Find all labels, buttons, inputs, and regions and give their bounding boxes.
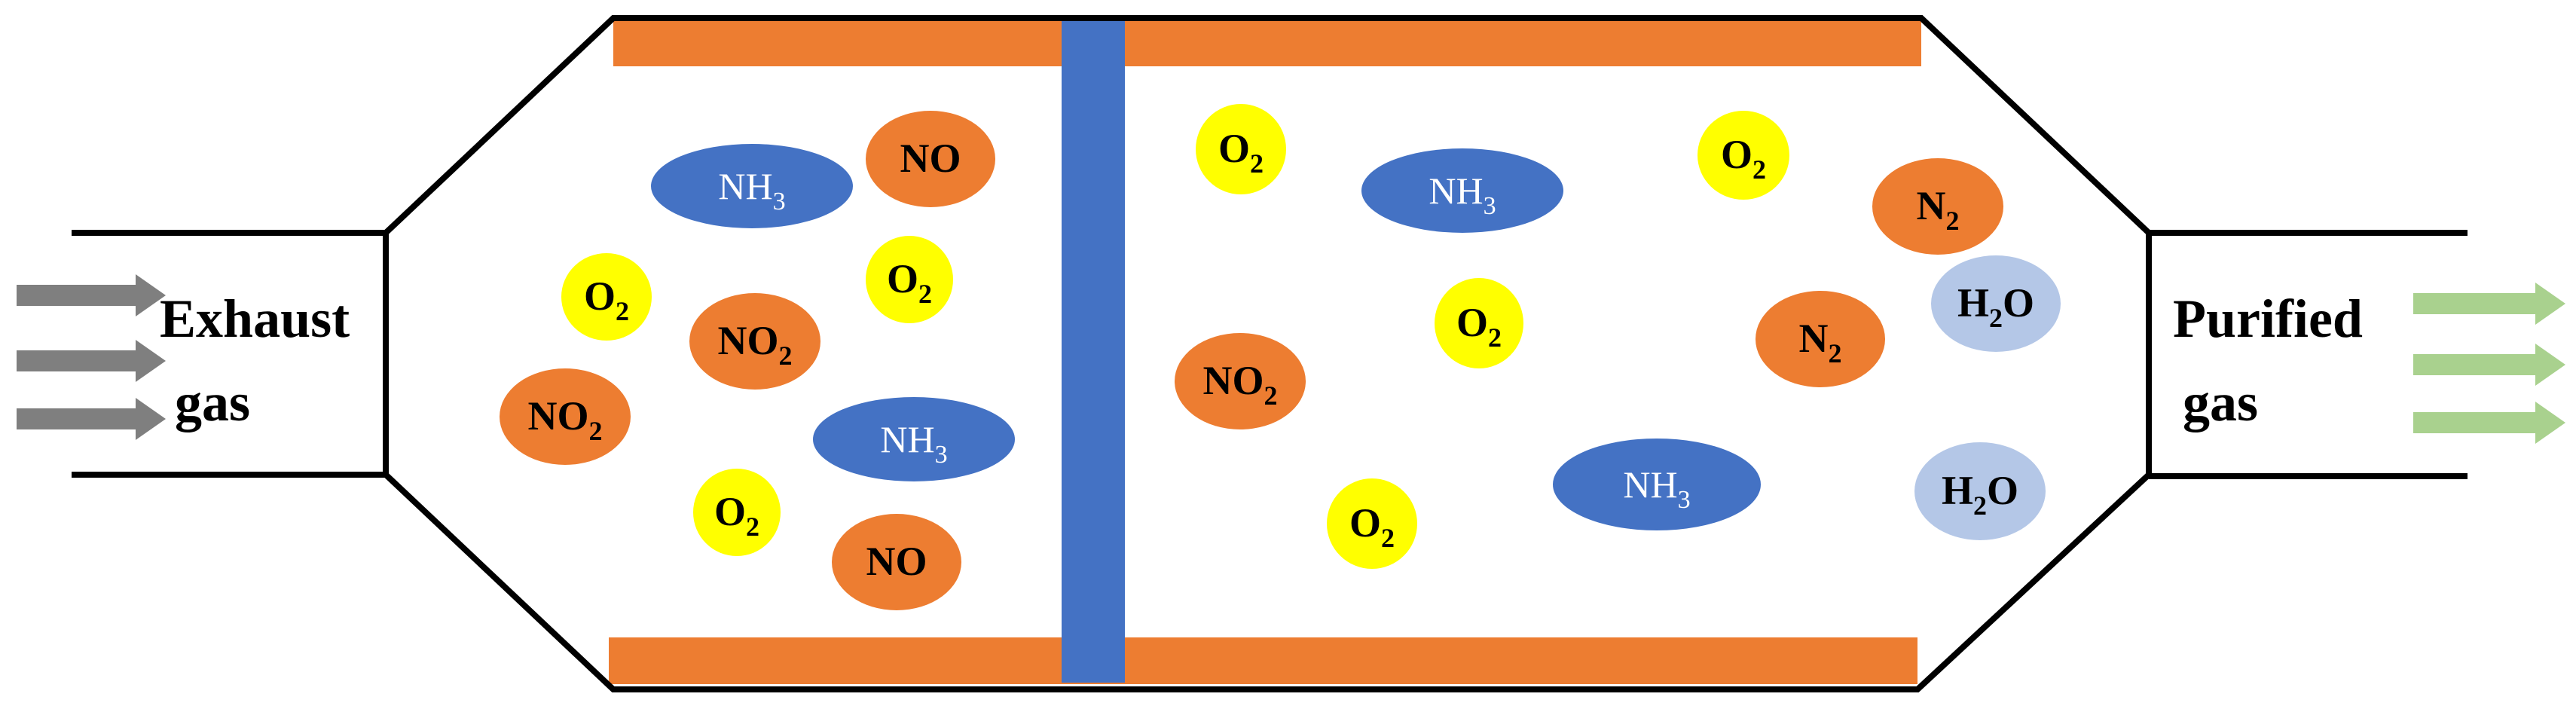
reactor-outline — [72, 15, 2468, 692]
molecule-o2: O2 — [1327, 478, 1417, 569]
molecule-nh3: NH3 — [1361, 148, 1563, 233]
inlet-label-line2: gas — [175, 372, 251, 432]
molecule-nh3-bubble — [1361, 148, 1563, 233]
reactor-bottom-wall — [609, 637, 1917, 684]
molecule-o2-label: O2 — [1721, 132, 1766, 185]
molecule-o2-label: O2 — [1218, 126, 1264, 179]
molecule-nh3: NH3 — [1553, 439, 1761, 530]
molecule-nh3-label: NH3 — [880, 418, 947, 469]
molecule-o2-label: O2 — [1349, 500, 1395, 553]
molecule-nh3-bubble — [1553, 439, 1761, 530]
molecule-no2-bubble — [689, 293, 820, 390]
molecule-no: NO — [866, 111, 995, 207]
molecule-no-label: NO — [900, 136, 961, 181]
outlet-label-line1: Purified — [2173, 289, 2363, 349]
molecule-no-bubble — [866, 111, 995, 207]
molecule-o2-label: O2 — [887, 256, 932, 309]
molecule-o2-bubble — [1327, 478, 1417, 569]
molecule-nh3: NH3 — [651, 144, 853, 228]
molecule-n2: N2 — [1756, 291, 1885, 387]
molecule-nh3-label: NH3 — [718, 165, 785, 215]
molecule-no2: NO2 — [1175, 333, 1306, 429]
molecule-o2-bubble — [1196, 104, 1286, 194]
molecule-o2-bubble — [866, 236, 953, 323]
molecule-n2-label: N2 — [1917, 183, 1960, 236]
reactor-bottom-outline — [383, 472, 2151, 692]
molecule-nh3-bubble — [651, 144, 853, 228]
molecule-h2o-label: H2O — [1942, 468, 2018, 521]
molecule-no: NO — [832, 514, 961, 610]
molecule-nh3-bubble — [813, 397, 1015, 481]
molecule-h2o-bubble — [1914, 442, 2046, 540]
molecule-h2o-bubble — [1931, 255, 2061, 352]
molecule-nh3-label: NH3 — [1623, 463, 1690, 514]
molecule-o2: O2 — [1196, 104, 1286, 194]
molecule-n2-bubble — [1872, 158, 2003, 255]
molecule-o2-bubble — [693, 469, 781, 556]
outlet-arrow-1 — [2413, 283, 2565, 325]
molecule-o2-bubble — [561, 253, 652, 341]
catalyst-divider — [1062, 20, 1125, 683]
inlet-arrows — [17, 274, 166, 440]
molecule-no-label: NO — [866, 539, 927, 584]
molecule-h2o: H2O — [1914, 442, 2046, 540]
outlet-arrow-3 — [2413, 402, 2565, 444]
inlet-label-line1: Exhaust — [160, 289, 350, 349]
molecule-n2-label: N2 — [1799, 316, 1842, 368]
molecule-o2-bubble — [1435, 278, 1523, 368]
molecule-o2: O2 — [693, 469, 781, 556]
outlet-arrows — [2413, 283, 2565, 444]
molecule-nh3-label: NH3 — [1429, 170, 1496, 220]
reactor-top-outline — [383, 15, 2151, 235]
outlet-arrow-2 — [2413, 344, 2565, 386]
molecule-no2-bubble — [500, 368, 631, 465]
molecule-o2: O2 — [1435, 278, 1523, 368]
molecule-nh3: NH3 — [813, 397, 1015, 481]
molecule-no2: NO2 — [500, 368, 631, 465]
molecule-no2-label: NO2 — [1203, 358, 1278, 411]
molecule-n2-bubble — [1756, 291, 1885, 387]
molecule-o2-bubble — [1697, 111, 1789, 200]
molecule-no2-label: NO2 — [718, 318, 793, 371]
molecule-h2o-label: H2O — [1957, 280, 2034, 333]
inlet-arrow-3 — [17, 398, 166, 440]
inlet-arrow-2 — [17, 340, 166, 382]
molecule-o2-label: O2 — [1456, 300, 1502, 353]
reactor-top-wall — [613, 18, 1921, 66]
molecule-o2: O2 — [1697, 111, 1789, 200]
molecule-o2-label: O2 — [714, 489, 759, 542]
outlet-label-line2: gas — [2183, 372, 2259, 432]
molecule-no2-bubble — [1175, 333, 1306, 429]
molecule-no2: NO2 — [689, 293, 820, 390]
molecule-o2: O2 — [866, 236, 953, 323]
molecule-o2-label: O2 — [584, 274, 629, 326]
molecule-o2: O2 — [561, 253, 652, 341]
molecule-n2: N2 — [1872, 158, 2003, 255]
molecule-no-bubble — [832, 514, 961, 610]
molecule-h2o: H2O — [1931, 255, 2061, 352]
inlet-arrow-1 — [17, 274, 166, 316]
molecule-no2-label: NO2 — [528, 393, 603, 446]
